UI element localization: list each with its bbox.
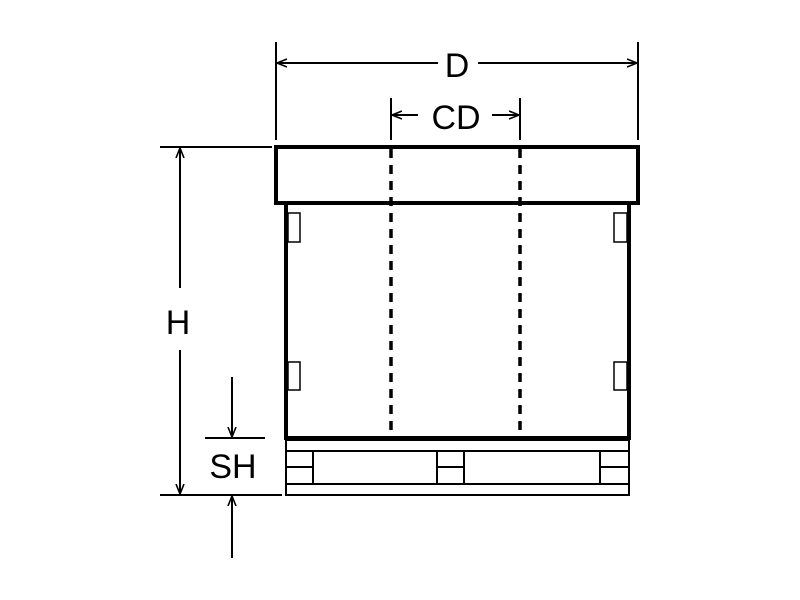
container-body <box>284 201 631 440</box>
dimension-sh <box>205 377 265 558</box>
core-diameter-lines <box>389 149 522 438</box>
skid <box>285 439 630 496</box>
dimension-h <box>160 146 282 496</box>
label-cd: CD <box>431 99 480 137</box>
left-upper-tab <box>287 212 301 243</box>
label-d: D <box>445 47 470 85</box>
dimension-d <box>275 42 639 140</box>
left-lower-tab <box>287 361 301 391</box>
container-lid <box>274 145 640 205</box>
right-lower-tab <box>613 361 628 391</box>
right-upper-tab <box>613 212 628 243</box>
label-sh: SH <box>209 448 256 486</box>
label-h: H <box>166 304 191 342</box>
dimension-cd <box>390 98 521 140</box>
